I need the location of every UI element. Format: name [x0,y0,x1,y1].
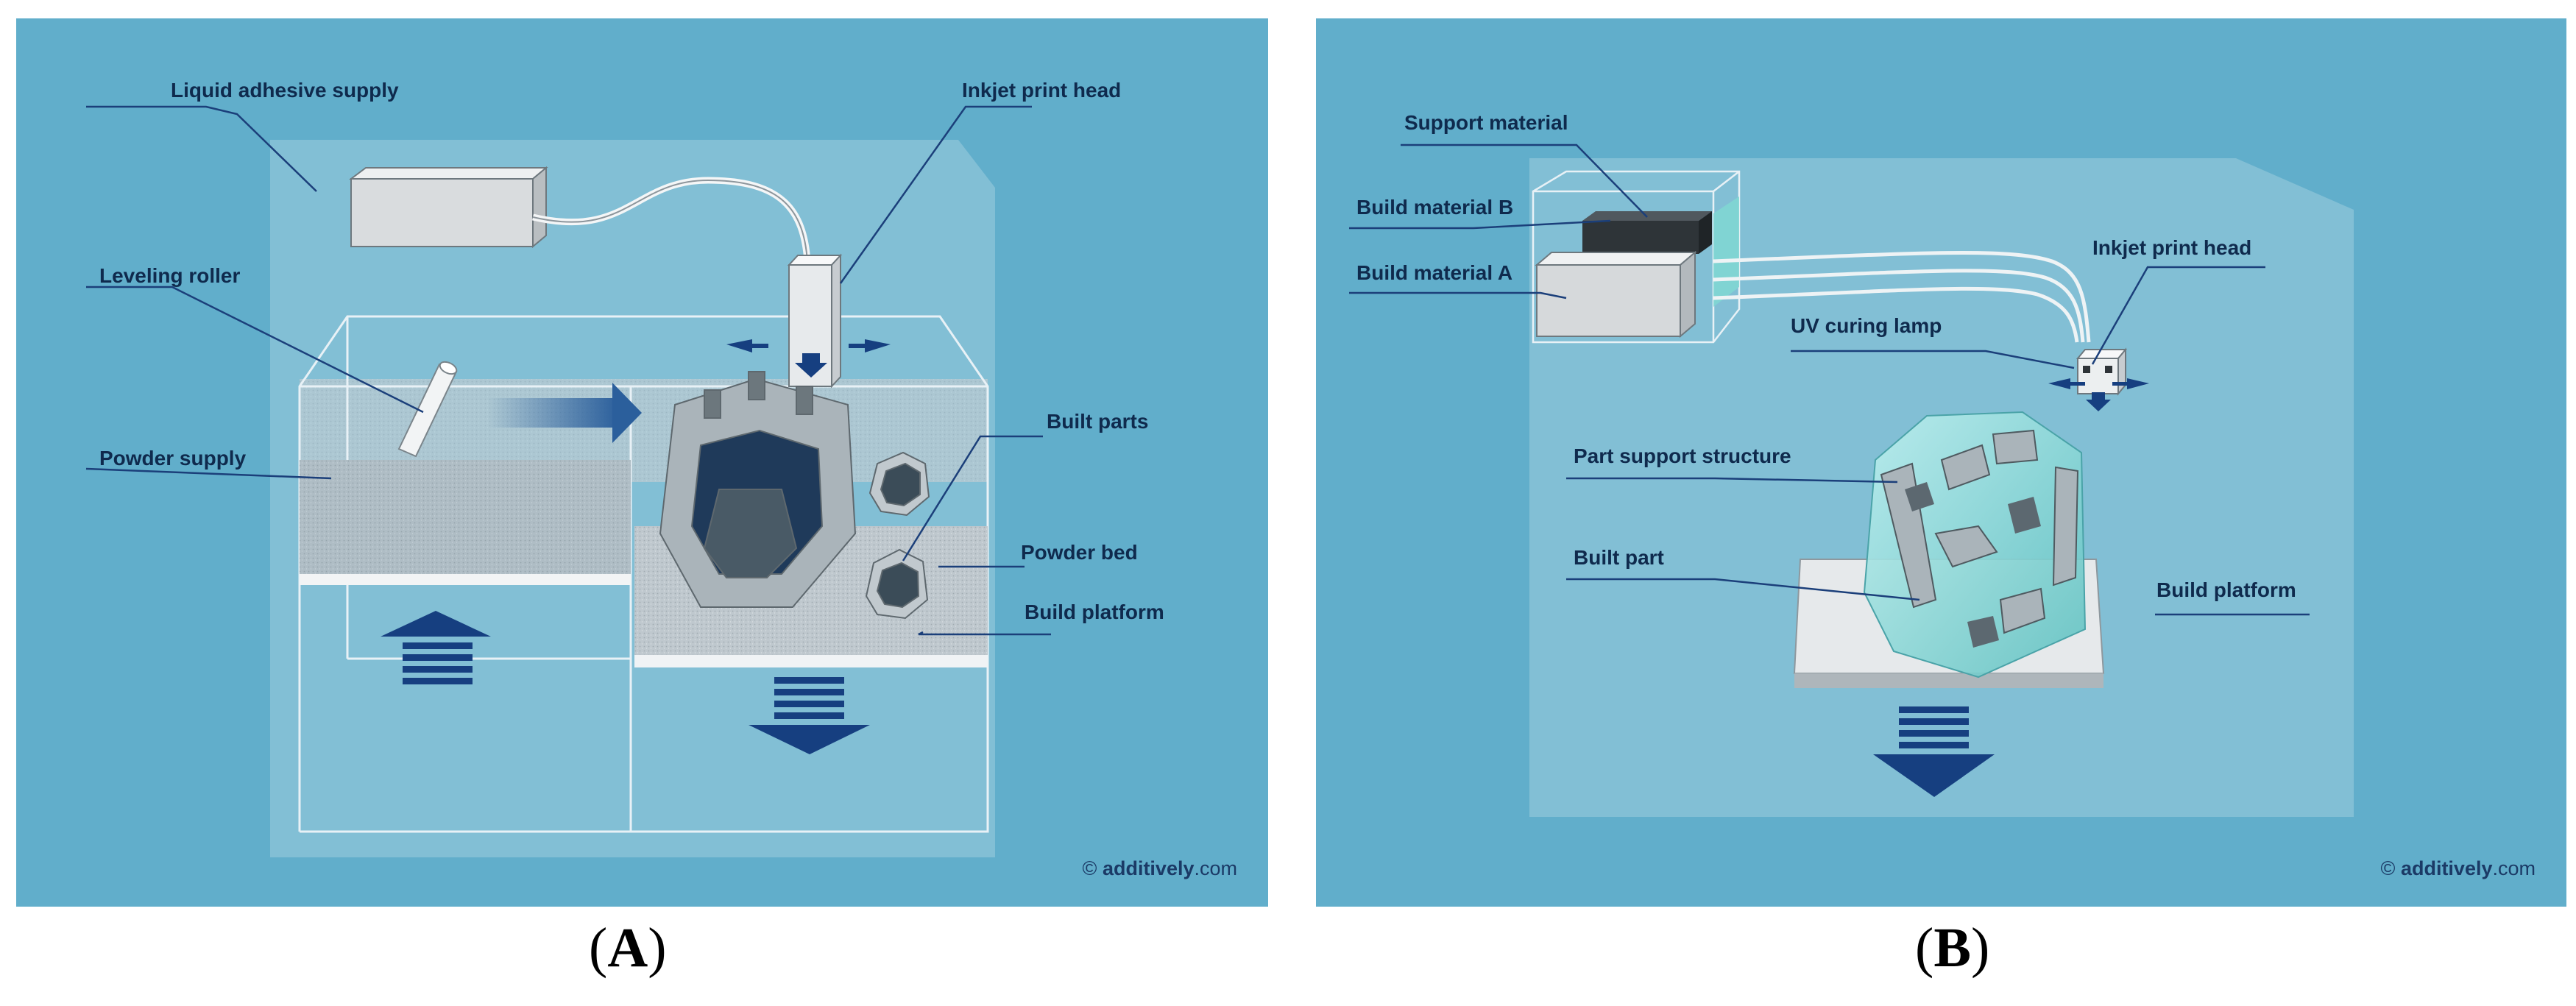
credit-additively: © additively.com [2381,857,2536,880]
label-built-parts: Built parts [1047,410,1149,433]
label-build-platform: Build platform [2156,578,2296,601]
caption-b-open: ( [1915,917,1934,979]
label-inkjet-print-head: Inkjet print head [962,79,1122,102]
feed-hoses [1713,250,2091,343]
panel-b-illustration [1349,144,2354,817]
caption-a-close: ) [648,917,667,979]
build-down-arrow [749,677,870,754]
arrow-left [2048,378,2085,389]
build-material-b-cartridge [1582,211,1712,254]
leader-lines [1349,144,2310,616]
caption-b: (B) [1915,920,1989,976]
caption-b-letter: B [1933,917,1972,979]
caption-a-letter: A [607,917,648,979]
caption-a: (A) [589,920,667,976]
credit-brand: additively [1102,857,1195,879]
label-build-material-b: Build material B [1356,196,1514,219]
small-built-part-upper [868,451,930,517]
label-powder-bed: Powder bed [1021,541,1138,564]
label-uv-curing-lamp: UV curing lamp [1791,314,1942,337]
powder-supply-slab [300,460,631,585]
credit-suffix: .com [1194,857,1237,879]
panel-b-material-jetting: Support material Build material B Build … [1316,18,2566,907]
credit-suffix: .com [2492,857,2536,879]
arrow-right [2112,378,2149,389]
credit-additively: © additively.com [1083,857,1237,880]
label-support-material: Support material [1404,111,1568,134]
credit-symbol: © [2380,857,2396,879]
credit-brand: additively [2400,857,2493,879]
label-inkjet-print-head: Inkjet print head [2092,236,2252,259]
leader-lines [85,105,1051,636]
label-leveling-roller: Leveling roller [99,264,241,287]
credit-symbol: © [1082,857,1097,879]
inkjet-print-head [2076,347,2128,411]
build-material-a-cartridge [1535,250,1697,339]
caption-b-close: ) [1971,917,1990,979]
adhesive-supply-box [349,166,548,249]
label-liquid-adhesive-supply: Liquid adhesive supply [171,79,399,102]
label-build-material-a: Build material A [1356,261,1513,284]
arrow-right [849,339,891,353]
panel-a-illustration [85,105,1051,857]
label-part-support-structure: Part support structure [1574,444,1791,467]
build-down-arrow [1873,706,1995,797]
large-built-part [659,371,857,608]
label-powder-supply: Powder supply [99,447,247,470]
supply-up-arrow [381,611,491,684]
leveling-roller [397,361,458,458]
caption-a-open: ( [589,917,608,979]
spread-arrow [612,383,642,443]
built-part-with-support [1863,411,2087,679]
inkjet-print-head [787,253,843,389]
small-built-part-lower [865,548,929,620]
arrow-left [726,339,768,353]
label-build-platform: Build platform [1025,601,1164,623]
label-built-part: Built part [1574,546,1664,569]
panel-a-binder-jetting: Liquid adhesive supply Inkjet print head… [16,18,1268,907]
